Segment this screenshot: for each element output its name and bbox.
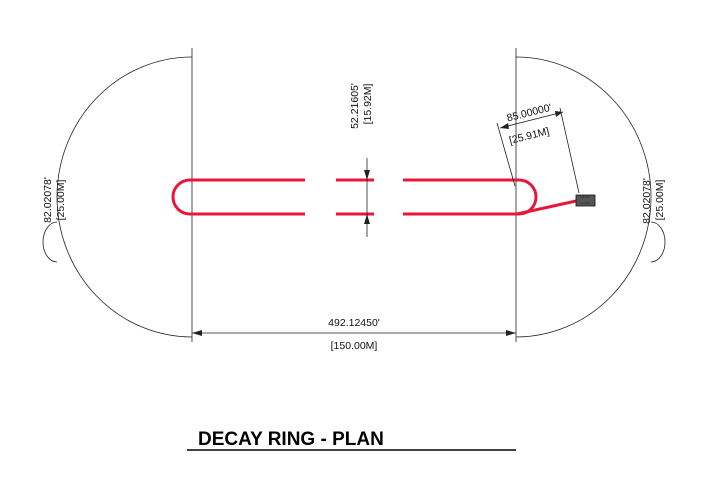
right-tip-arc bbox=[650, 221, 666, 263]
right-radius-ft: 82.02078' bbox=[641, 178, 653, 224]
extraction-line bbox=[516, 199, 577, 216]
left-radius-ft: 82.02078' bbox=[42, 177, 54, 223]
length-dimension-ft: 492.12450' bbox=[328, 317, 380, 329]
left-arc-outline bbox=[56, 56, 193, 338]
left-tip-arc bbox=[42, 221, 58, 263]
extraction-extension-right bbox=[559, 107, 580, 194]
right-radius-m: [25.00M] bbox=[654, 179, 666, 220]
extraction-dimension-m: [25.91M] bbox=[508, 125, 551, 147]
extraction-arrow-right bbox=[555, 111, 563, 117]
extraction-arrow-left bbox=[500, 123, 509, 129]
length-arrow-right bbox=[506, 330, 516, 336]
left-radius-m: [25.00M] bbox=[55, 179, 67, 220]
right-arc-outline bbox=[515, 56, 652, 338]
spacing-arrow-bottom bbox=[364, 214, 370, 224]
drawing-title: DECAY RING - PLAN bbox=[198, 429, 384, 450]
extraction-extension-left bbox=[496, 122, 516, 187]
extraction-magnet bbox=[575, 194, 596, 207]
spacing-dimension-ft: 52.21605' bbox=[349, 83, 361, 129]
extraction-dimension-ft: 85.00000' bbox=[506, 102, 553, 125]
length-arrow-left bbox=[192, 330, 202, 336]
decay-ring-left-segment bbox=[171, 178, 305, 216]
length-dimension-m: [150.00M] bbox=[331, 340, 378, 352]
spacing-dimension-m: [15.92M] bbox=[362, 83, 374, 124]
spacing-arrow-top bbox=[364, 170, 370, 180]
extraction-dimension-line bbox=[499, 111, 564, 129]
